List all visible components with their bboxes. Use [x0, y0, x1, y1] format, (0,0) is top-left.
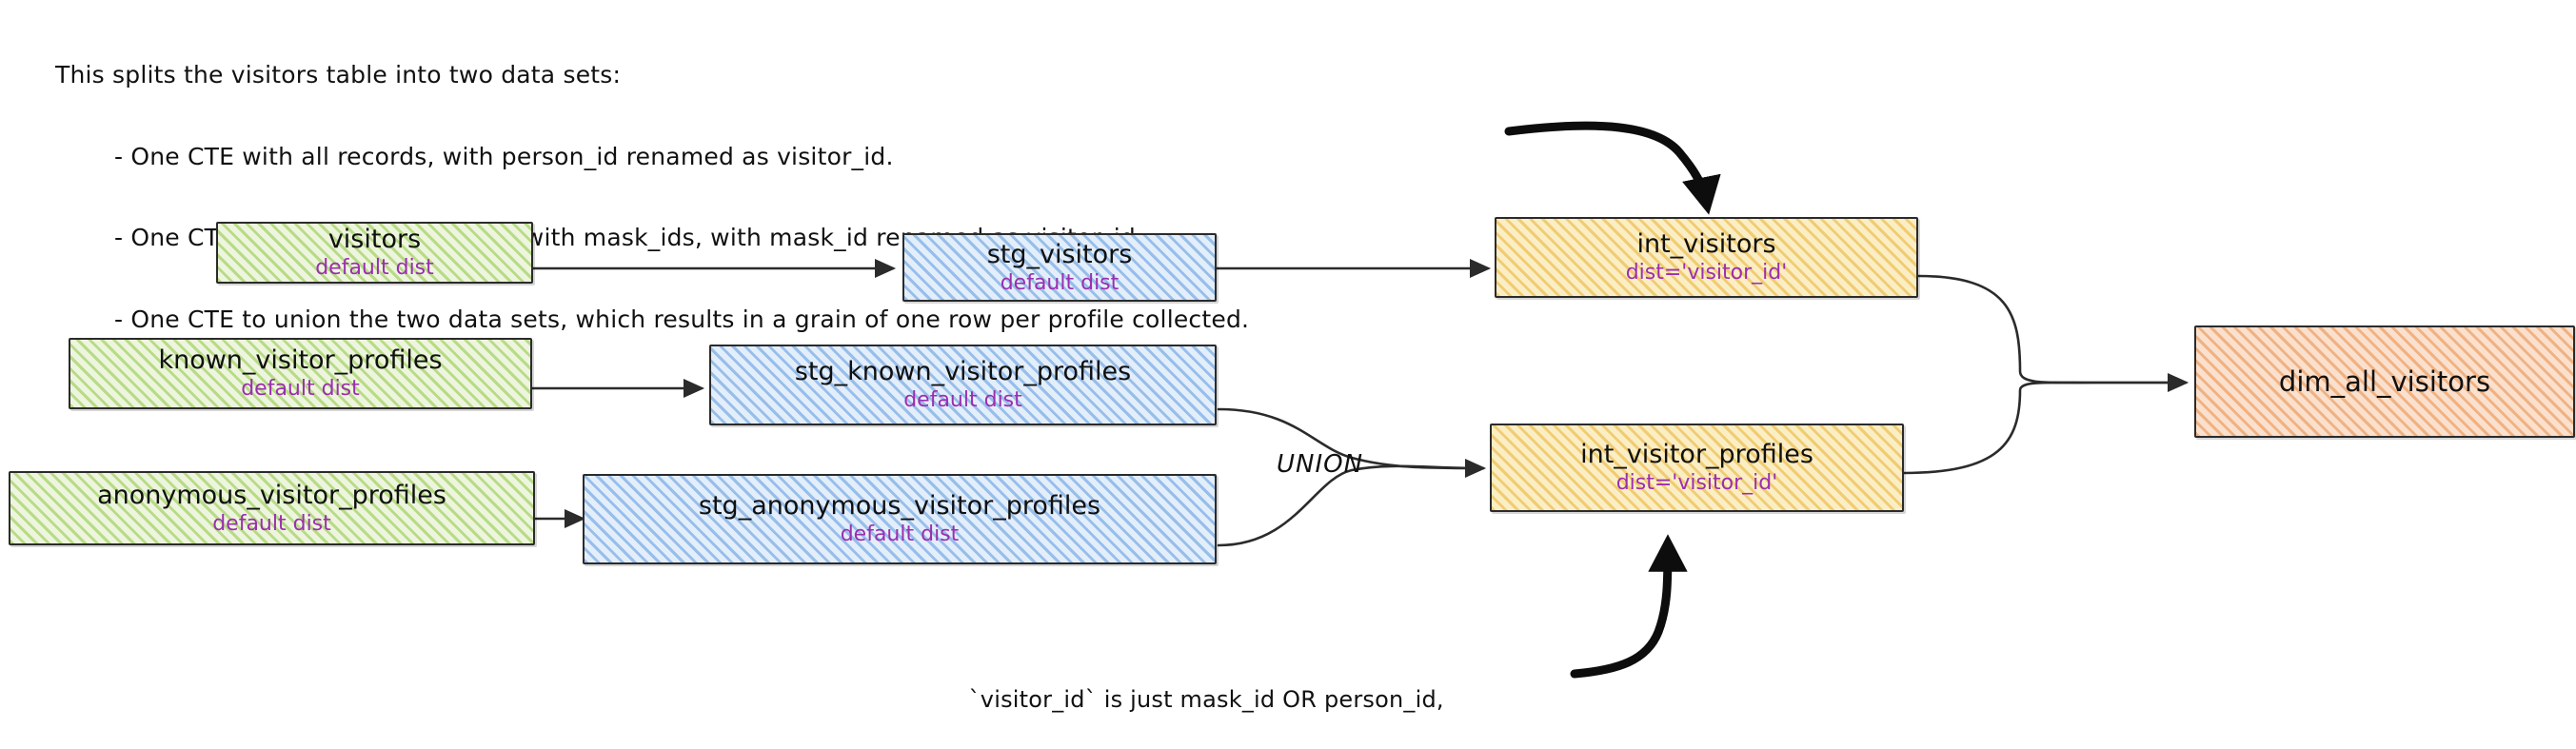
node-title: int_visitors [1636, 229, 1776, 259]
node-stg-anonymous-visitor-profiles[interactable]: stg_anonymous_visitor_profiles default d… [583, 474, 1217, 564]
node-title: visitors [327, 225, 422, 254]
node-stg-known-visitor-profiles[interactable]: stg_known_visitor_profiles default dist [709, 345, 1217, 425]
bottom-annotation: `visitor_id` is just mask_id OR person_i… [938, 628, 1475, 749]
node-dist-label: default dist [315, 256, 434, 280]
node-dist-label: dist='visitor_id' [1625, 261, 1788, 285]
node-dist-label: default dist [1000, 270, 1120, 295]
header-annotation: This splits the visitors table into two … [55, 8, 1249, 387]
callout-arrow-top [1504, 121, 1721, 215]
edge-int-visitors-to-dim-all-visitors [1916, 274, 2190, 393]
node-anonymous-visitor-profiles[interactable]: anonymous_visitor_profiles default dist [9, 471, 535, 545]
node-stg-visitors[interactable]: stg_visitors default dist [902, 233, 1217, 302]
union-label: UNION [1277, 450, 1364, 479]
node-title: stg_anonymous_visitor_profiles [698, 491, 1101, 521]
node-dist-label: dist='visitor_id' [1615, 471, 1778, 495]
header-line-1: This splits the visitors table into two … [55, 61, 622, 89]
node-title: stg_visitors [986, 239, 1133, 269]
node-visitors[interactable]: visitors default dist [216, 222, 533, 284]
node-known-visitor-profiles[interactable]: known_visitor_profiles default dist [69, 338, 532, 409]
callout-arrow-bottom [1570, 534, 1688, 679]
node-title: int_visitor_profiles [1580, 440, 1813, 469]
header-line-4: - One CTE to union the two data sets, wh… [114, 305, 1250, 333]
node-dist-label: default dist [840, 522, 960, 546]
node-title: stg_known_visitor_profiles [794, 357, 1132, 386]
node-title: anonymous_visitor_profiles [97, 480, 446, 510]
node-dist-label: default dist [212, 511, 331, 536]
node-dim-all-visitors[interactable]: dim_all_visitors [2194, 325, 2575, 438]
node-title: dim_all_visitors [2278, 365, 2491, 398]
bottom-line-1: `visitor_id` is just mask_id OR person_i… [968, 686, 1444, 713]
header-line-2: - One CTE with all records, with person_… [114, 142, 894, 170]
node-title: known_visitor_profiles [158, 345, 443, 375]
node-int-visitors[interactable]: int_visitors dist='visitor_id' [1495, 217, 1918, 298]
node-dist-label: default dist [903, 388, 1022, 412]
edge-int-visitor-profiles-to-dim-all-visitors [1902, 381, 2188, 475]
node-dist-label: default dist [241, 377, 360, 401]
node-int-visitor-profiles[interactable]: int_visitor_profiles dist='visitor_id' [1490, 424, 1904, 512]
